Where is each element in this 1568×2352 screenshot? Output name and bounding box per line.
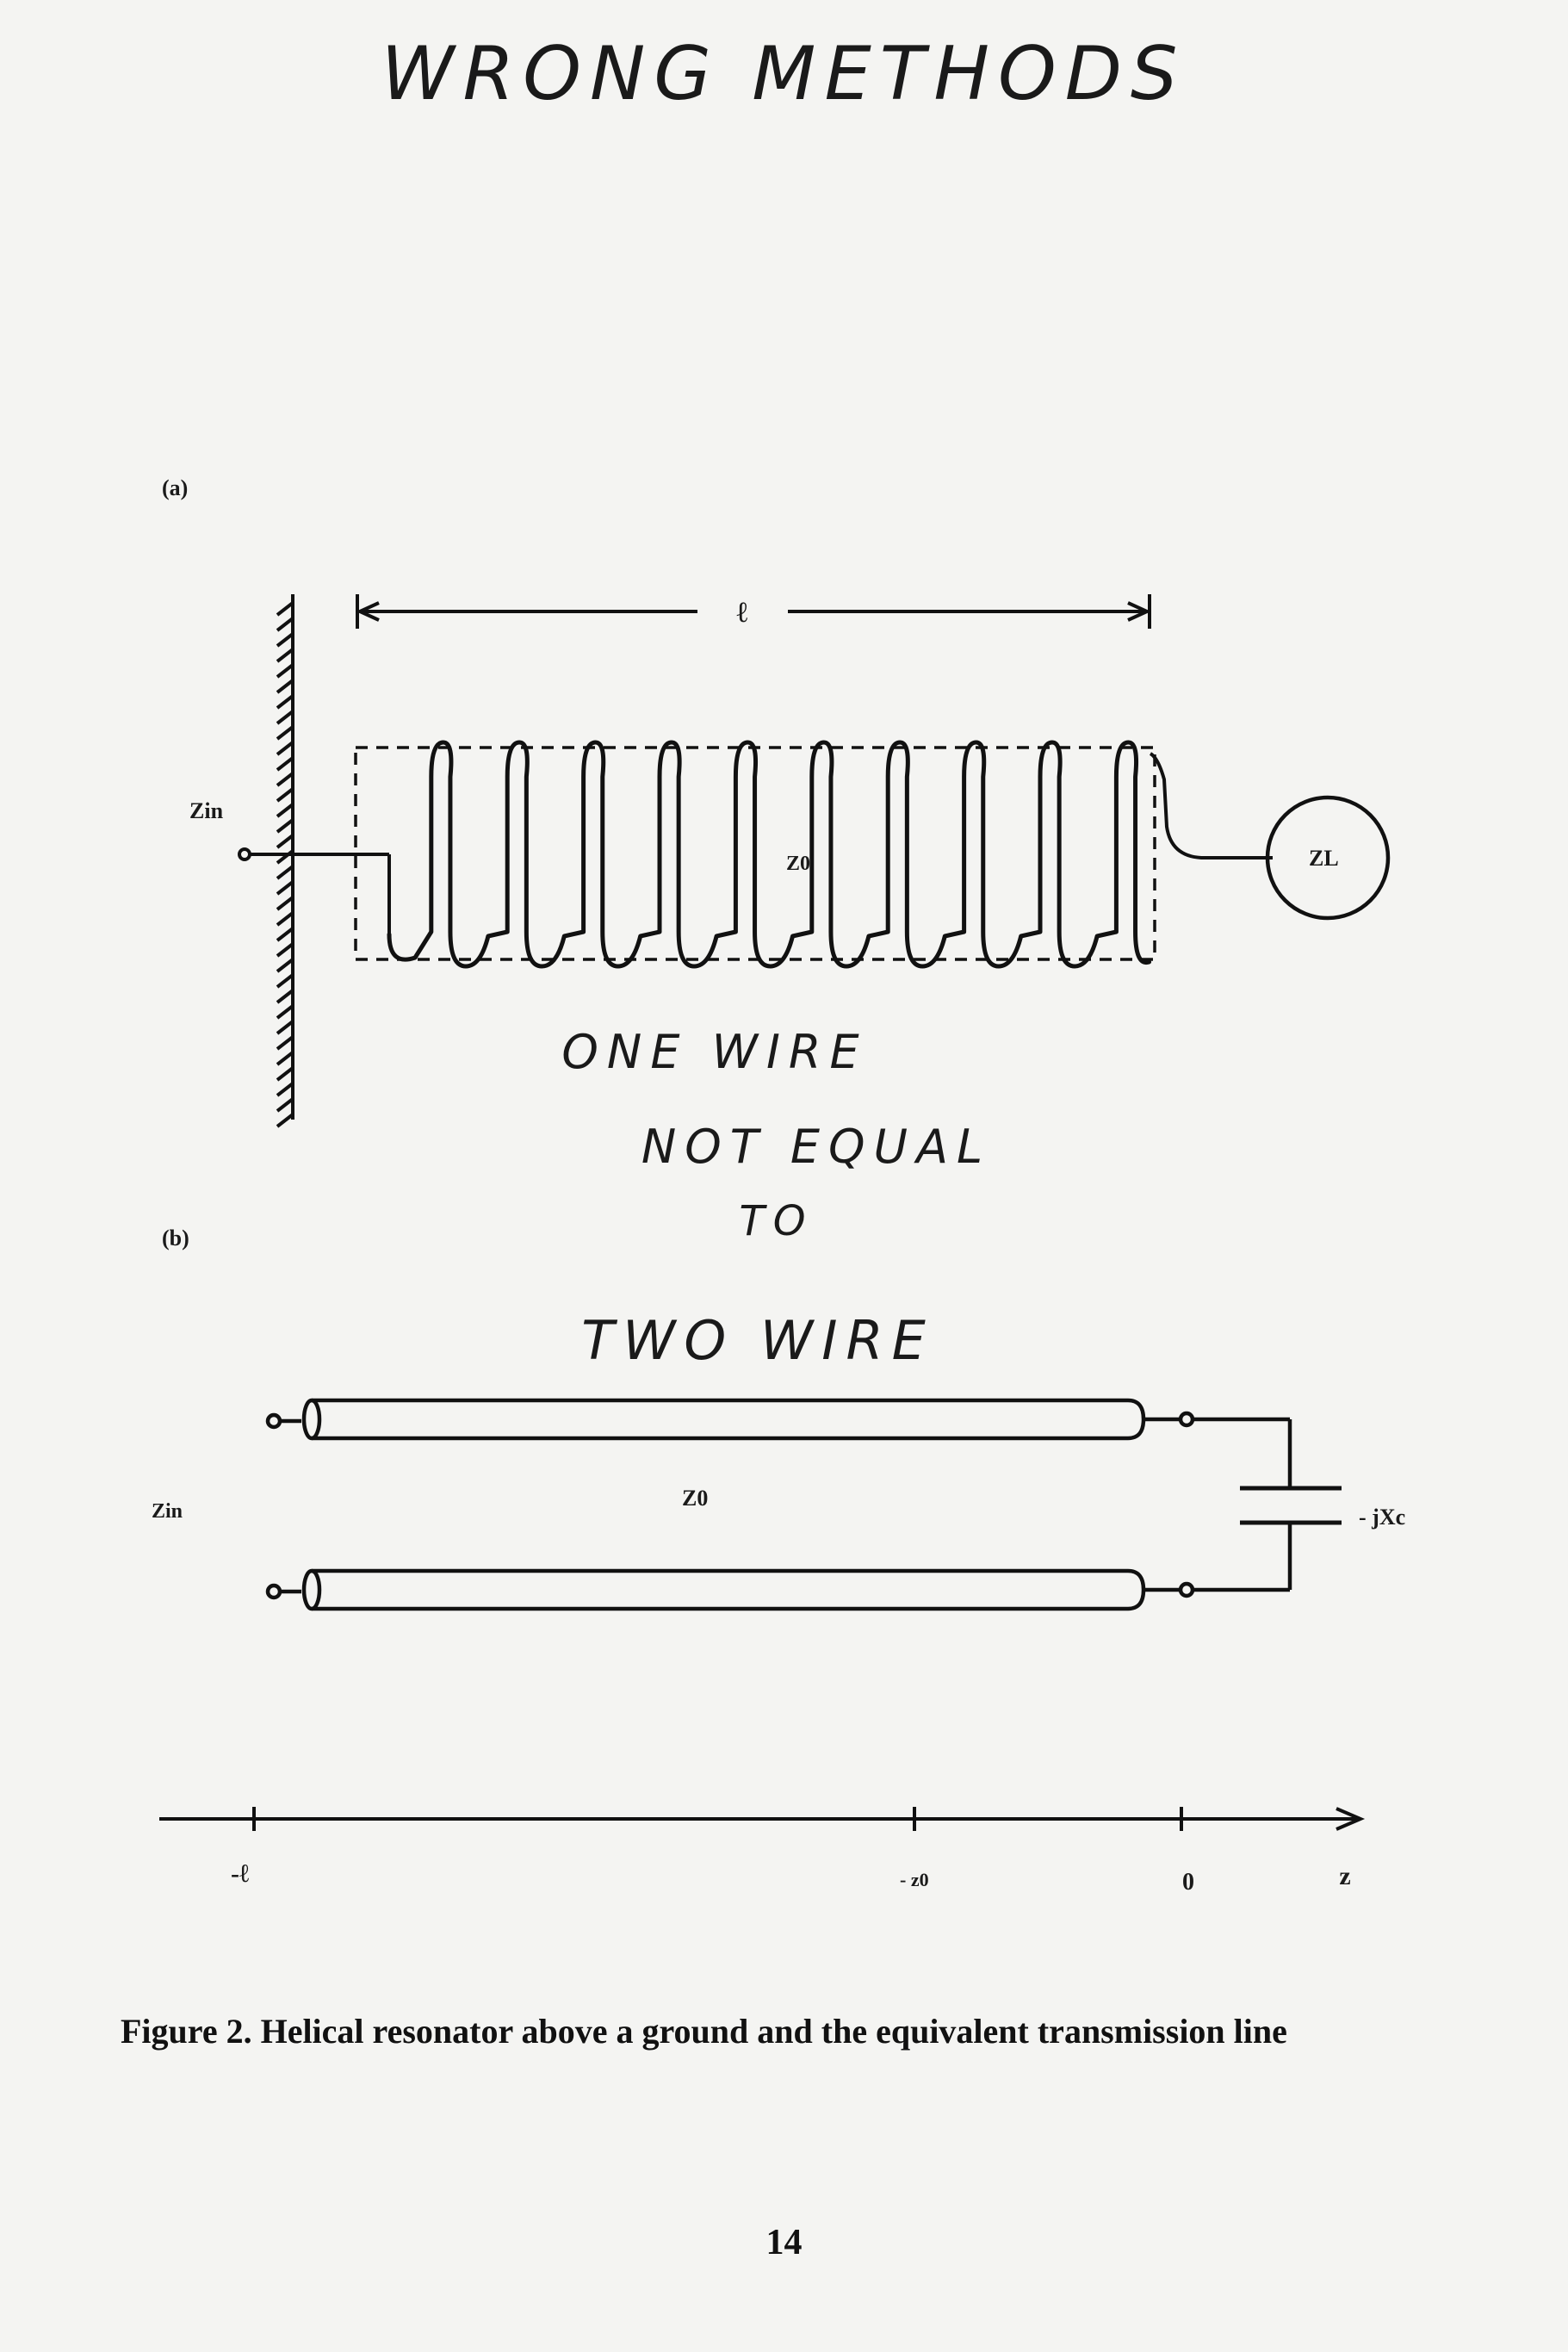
top-conductor: [265, 1398, 1292, 1488]
ground-hatch-line: [276, 617, 294, 632]
ground-hatch-line: [276, 694, 294, 710]
ground-hatch-line: [276, 648, 294, 663]
z0-label-a: Z0: [786, 853, 810, 875]
ground-hatch-line: [276, 803, 294, 818]
axis-label-z: z: [1339, 1862, 1350, 1890]
zl-label: ZL: [1309, 846, 1339, 871]
ground-hatch-line: [276, 663, 294, 679]
zin-label-b: Zin: [152, 1500, 183, 1523]
reactance-label: - jXc: [1359, 1505, 1405, 1530]
ground-hatch-line: [276, 1020, 294, 1035]
page-title: WRONG METHODS: [381, 31, 1186, 117]
ground-hatch-line: [276, 787, 294, 803]
ground-hatch-line: [276, 772, 294, 787]
panel-b-label: (b): [162, 1226, 189, 1250]
tick-label-neg-l: -ℓ: [231, 1859, 249, 1888]
ground-hatch-line: [276, 1097, 294, 1113]
tick-label-neg-z0: - z0: [900, 1869, 929, 1890]
ground-hatch-line: [276, 834, 294, 849]
z-axis: [159, 1807, 1366, 1831]
ground-hatch-line: [276, 1082, 294, 1097]
ground-plane: [276, 594, 294, 1128]
page-number: 14: [765, 2223, 803, 2262]
ground-hatch-line: [276, 818, 294, 834]
input-terminal-a: [238, 847, 391, 934]
panel-a-label: (a): [162, 475, 188, 500]
annotation-line-2: NOT EQUAL: [641, 1120, 991, 1174]
figure-caption: Figure 2. Helical resonator above a grou…: [121, 2012, 1287, 2051]
load-impedance-circle: [1265, 795, 1391, 921]
helical-coil: [387, 740, 1152, 969]
zin-label-a: Zin: [189, 798, 224, 823]
ground-hatch-line: [276, 1113, 294, 1128]
length-label: ℓ: [737, 597, 748, 629]
ground-hatch-line: [276, 989, 294, 1004]
ground-hatch-line: [276, 710, 294, 725]
ground-hatch-line: [276, 958, 294, 973]
capacitor-symbol: [1240, 1486, 1342, 1525]
ground-hatch-line: [276, 1004, 294, 1020]
ground-hatch-line: [276, 601, 294, 617]
ground-hatch-line: [276, 756, 294, 772]
annotation-line-4: TWO WIRE: [581, 1309, 934, 1372]
ground-hatching: [276, 601, 294, 1128]
ground-hatch-line: [276, 632, 294, 648]
annotation-line-1: ONE WIRE: [561, 1025, 867, 1079]
ground-hatch-line: [276, 865, 294, 880]
annotation-line-3: TO: [739, 1197, 814, 1245]
ground-hatch-line: [276, 725, 294, 741]
length-dimension: [356, 594, 1151, 629]
bottom-conductor: [265, 1523, 1292, 1611]
ground-hatch-line: [276, 973, 294, 989]
ground-hatch-line: [276, 1066, 294, 1082]
load-lead: [1149, 752, 1273, 860]
ground-hatch-line: [276, 911, 294, 927]
tick-label-zero: 0: [1182, 1869, 1194, 1896]
ground-hatch-line: [276, 896, 294, 911]
ground-hatch-line: [276, 1051, 294, 1066]
ground-hatch-line: [276, 679, 294, 694]
z0-label-b: Z0: [682, 1486, 708, 1511]
ground-hatch-line: [276, 880, 294, 896]
ground-hatch-line: [276, 942, 294, 958]
ground-hatch-line: [276, 741, 294, 756]
ground-hatch-line: [276, 1035, 294, 1051]
ground-hatch-line: [276, 927, 294, 942]
